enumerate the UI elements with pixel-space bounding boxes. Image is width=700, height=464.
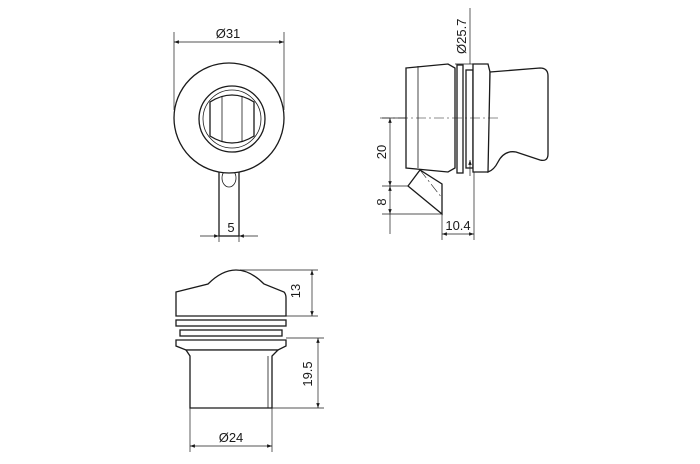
dim-side-diameter: Ø25.7 — [454, 19, 469, 54]
front-view-body — [184, 349, 280, 409]
front-view-collar — [175, 339, 287, 351]
dim-side-depth: 10.4 — [445, 218, 470, 233]
dim-tab-width: 5 — [227, 220, 234, 235]
side-view-handle — [487, 67, 549, 173]
front-view-cap — [175, 269, 287, 317]
dim-front-height-13: 13 — [288, 284, 303, 298]
dim-front-height-19-5: 19.5 — [300, 361, 315, 386]
front-view-ring — [175, 319, 287, 327]
side-view-flange — [465, 69, 474, 169]
side-view-flange — [456, 64, 464, 174]
dim-top-diameter: Ø31 — [216, 26, 241, 41]
top-view-inner-rim — [202, 89, 262, 149]
dim-bottom-diameter: Ø24 — [219, 430, 244, 445]
side-view-lever — [407, 169, 443, 216]
dim-side-height-8: 8 — [374, 198, 389, 205]
top-view: Ø31 5 — [173, 26, 285, 242]
side-view: Ø25.7 20 8 10.4 — [374, 8, 549, 240]
dim-side-height-20: 20 — [374, 145, 389, 159]
front-view: 13 19.5 Ø24 — [175, 269, 324, 452]
side-view-lever-hidden — [419, 169, 443, 199]
front-view-ring — [179, 329, 283, 337]
top-view-bore — [209, 94, 255, 144]
